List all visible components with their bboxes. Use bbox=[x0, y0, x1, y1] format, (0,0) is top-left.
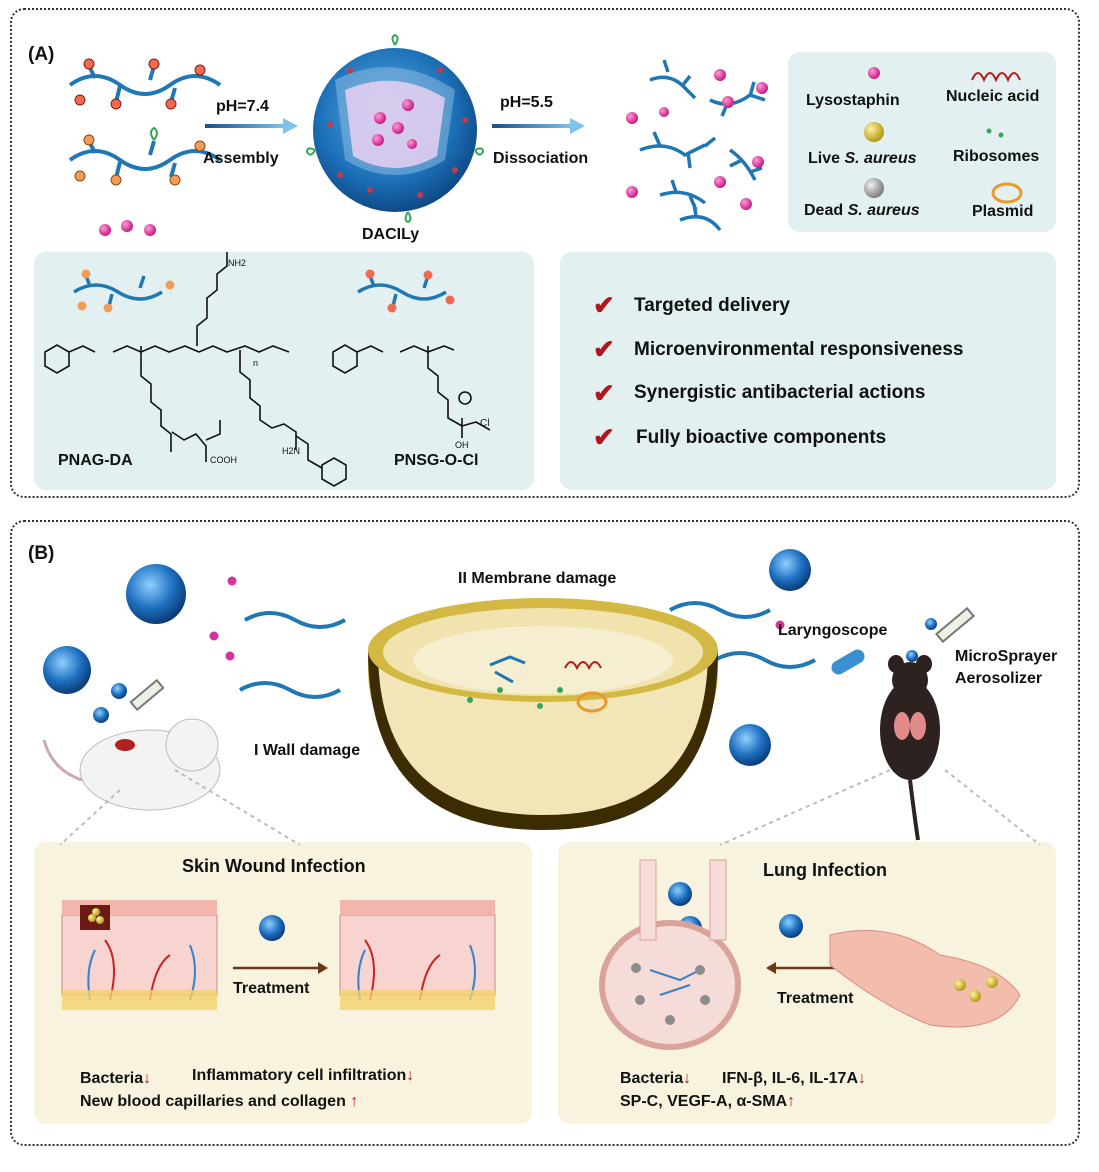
rat-illustration bbox=[42, 718, 221, 811]
lung-bacteria-text: Bacteria bbox=[620, 1070, 684, 1087]
pnsg-o-cl-structure bbox=[332, 344, 491, 438]
laryngoscope-label: Laryngoscope bbox=[778, 622, 888, 639]
lysostaphin-icon bbox=[868, 67, 880, 79]
arrow1-label-top: pH=7.4 bbox=[216, 98, 269, 115]
lung-markers: SP-C, VEGF-A, α-SMA↑ bbox=[620, 1093, 795, 1111]
arrow2-label-bottom: Dissociation bbox=[493, 150, 589, 167]
check-icon: ✔ bbox=[593, 378, 615, 408]
legend-live-species: S. aureus bbox=[844, 150, 917, 167]
down-arrow-icon: ↓ bbox=[143, 1070, 152, 1087]
bacterium-cross-section bbox=[368, 598, 718, 830]
laryngoscope-icon bbox=[831, 649, 865, 675]
down-arrow-icon: ↓ bbox=[683, 1070, 692, 1087]
arrow2-label-top: pH=5.5 bbox=[500, 94, 553, 111]
down-arrow-icon: ↓ bbox=[406, 1067, 415, 1084]
lung-cytokines: IFN-β, IL-6, IL-17A↓ bbox=[722, 1070, 866, 1088]
dacily-particle bbox=[305, 33, 485, 224]
legend-lysostaphin: Lysostaphin bbox=[806, 92, 900, 109]
arrow1-label-bottom: Assembly bbox=[203, 150, 279, 167]
skin-inflammatory: Inflammatory cell infiltration↓ bbox=[192, 1067, 414, 1085]
skin-capillaries: New blood capillaries and collagen ↑ bbox=[80, 1093, 358, 1111]
legend-dead-bacteria: Dead S. aureus bbox=[804, 202, 920, 220]
dissociated-fragments bbox=[639, 59, 766, 232]
feature-4: Fully bioactive components bbox=[636, 427, 887, 448]
legend-live-prefix: Live bbox=[808, 150, 845, 167]
check-icon: ✔ bbox=[593, 422, 615, 452]
skin-block-healed bbox=[339, 900, 496, 1010]
plasmid-icon bbox=[991, 182, 1023, 204]
arrow-dissociation bbox=[492, 118, 585, 134]
polymer1-label: PNAG-DA bbox=[58, 452, 133, 469]
skin-block-infected bbox=[61, 900, 218, 1010]
lung-treatment-label: Treatment bbox=[777, 990, 854, 1007]
features-box bbox=[560, 252, 1056, 490]
panel-b bbox=[10, 520, 1080, 1146]
legend-live-bacteria: Live S. aureus bbox=[808, 150, 917, 168]
legend-plasmid: Plasmid bbox=[972, 203, 1034, 220]
live-bacteria-icon bbox=[864, 122, 884, 142]
up-arrow-icon: ↑ bbox=[350, 1093, 359, 1110]
pnag-da-structure bbox=[44, 252, 347, 487]
skin-bacteria-text: Bacteria bbox=[80, 1070, 144, 1087]
dead-bacteria-icon bbox=[864, 178, 884, 198]
sprayer-label-2: Aerosolizer bbox=[955, 670, 1043, 687]
infected-lung-illustration bbox=[829, 930, 1021, 1028]
legend-ribosomes: Ribosomes bbox=[953, 148, 1040, 165]
panel-b-label: (B) bbox=[28, 543, 55, 564]
chem-oh: OH bbox=[455, 440, 469, 450]
membrane-damage-label: II Membrane damage bbox=[458, 570, 617, 587]
up-arrow-icon: ↑ bbox=[787, 1093, 796, 1110]
skin-inflammatory-text: Inflammatory cell infiltration bbox=[192, 1067, 407, 1084]
polymer2-label: PNSG-O-Cl bbox=[394, 452, 479, 469]
feature-3: Synergistic antibacterial actions bbox=[634, 382, 926, 403]
chem-h2n: H2N bbox=[282, 446, 301, 456]
check-icon: ✔ bbox=[593, 334, 615, 364]
legend-nucleic-acid: Nucleic acid bbox=[946, 88, 1040, 105]
skin-title: Skin Wound Infection bbox=[182, 856, 366, 876]
skin-capillaries-text: New blood capillaries and collagen bbox=[80, 1093, 346, 1110]
alveolus-illustration bbox=[599, 859, 741, 1050]
chem-n-sub: n bbox=[253, 358, 259, 368]
ribosome-icon bbox=[986, 128, 1004, 138]
lung-cytokines-text: IFN-β, IL-6, IL-17A bbox=[722, 1070, 858, 1087]
nucleic-acid-icon bbox=[971, 72, 1021, 83]
down-arrow-icon: ↓ bbox=[858, 1070, 866, 1087]
treatment-arrow-skin bbox=[233, 962, 328, 974]
check-icon: ✔ bbox=[593, 290, 615, 320]
chem-cl: Cl bbox=[480, 418, 490, 429]
legend-dead-prefix: Dead bbox=[804, 202, 848, 219]
panel-a-label: (A) bbox=[28, 44, 55, 65]
feature-1: Targeted delivery bbox=[634, 295, 790, 316]
chem-cooh: COOH bbox=[210, 455, 237, 465]
mouse-illustration bbox=[880, 655, 940, 841]
lung-title: Lung Infection bbox=[763, 860, 887, 880]
skin-treatment-label: Treatment bbox=[233, 980, 310, 997]
sprayer-label-1: MicroSprayer bbox=[955, 648, 1058, 665]
dacily-label: DACILy bbox=[362, 226, 420, 243]
panel-a bbox=[10, 8, 1080, 498]
lung-bacteria: Bacteria↓ bbox=[620, 1070, 691, 1088]
feature-2: Microenvironmental responsiveness bbox=[634, 339, 964, 360]
chem-nh2: NH2 bbox=[228, 258, 247, 268]
skin-bacteria: Bacteria↓ bbox=[80, 1070, 151, 1088]
legend-dead-species: S. aureus bbox=[847, 202, 920, 219]
wall-damage-label: I Wall damage bbox=[254, 742, 361, 759]
lung-markers-text: SP-C, VEGF-A, α-SMA bbox=[620, 1093, 788, 1110]
polymer-chain-cationic bbox=[68, 65, 222, 103]
syringe-icon bbox=[129, 606, 975, 712]
arrow-assembly bbox=[205, 118, 298, 134]
polymer-chain-anionic bbox=[68, 140, 222, 179]
